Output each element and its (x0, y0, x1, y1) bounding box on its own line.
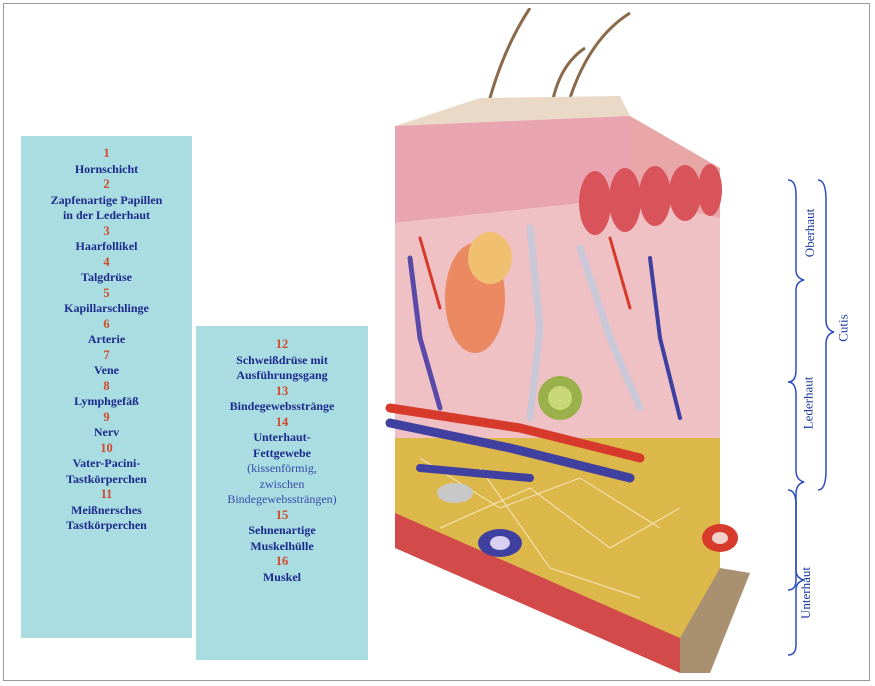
skin-cross-section-illustration (380, 8, 780, 680)
legend-number: 6 (21, 317, 192, 333)
legend-number: 14 (196, 415, 368, 431)
legend-note: (kissenförmig, zwischen Bindegewebssträn… (196, 461, 368, 508)
legend-number: 8 (21, 379, 192, 395)
legend-number: 11 (21, 487, 192, 503)
legend-number: 16 (196, 554, 368, 570)
legend-label: Lymphgefäß (21, 394, 192, 410)
legend-number: 15 (196, 508, 368, 524)
legend-number: 12 (196, 337, 368, 353)
legend-label: Nerv (21, 425, 192, 441)
label-lederhaut: Lederhaut (800, 377, 816, 430)
legend-number: 13 (196, 384, 368, 400)
cutis-bracket (818, 180, 834, 490)
legend-label: Hornschicht (21, 162, 192, 178)
label-oberhaut: Oberhaut (802, 209, 818, 257)
legend-label: Schweißdrüse mit Ausführungsgang (196, 353, 368, 384)
legend-label: Vene (21, 363, 192, 379)
legend-label: Kapillarschlinge (21, 301, 192, 317)
legend-label: Talgdrüse (21, 270, 192, 286)
legend-number: 3 (21, 224, 192, 240)
legend-number: 5 (21, 286, 192, 302)
label-cutis: Cutis (836, 314, 852, 341)
legend-number: 2 (21, 177, 192, 193)
legend-number: 9 (21, 410, 192, 426)
legend-label: Bindegewebsstränge (196, 399, 368, 415)
legend-label: Vater-Pacini- Tastkörperchen (21, 456, 192, 487)
legend-label: Meißnersches Tastkörperchen (21, 503, 192, 534)
legend-label: Zapfenartige Papillen in der Lederhaut (21, 193, 192, 224)
legend-label: Haarfollikel (21, 239, 192, 255)
legend-label: Arterie (21, 332, 192, 348)
legend-number: 1 (21, 146, 192, 162)
legend-label: Sehnenartige Muskelhülle (196, 523, 368, 554)
label-unterhaut: Unterhaut (798, 567, 814, 619)
sweat-gland-inner (548, 386, 572, 410)
legend-number: 4 (21, 255, 192, 271)
hair-strand (570, 13, 630, 98)
legend-number: 10 (21, 441, 192, 457)
sebaceous-gland (468, 232, 512, 284)
legend-label: Muskel (196, 570, 368, 586)
legend-label: Unterhaut- Fettgewebe (196, 430, 368, 461)
legend-number: 7 (21, 348, 192, 364)
